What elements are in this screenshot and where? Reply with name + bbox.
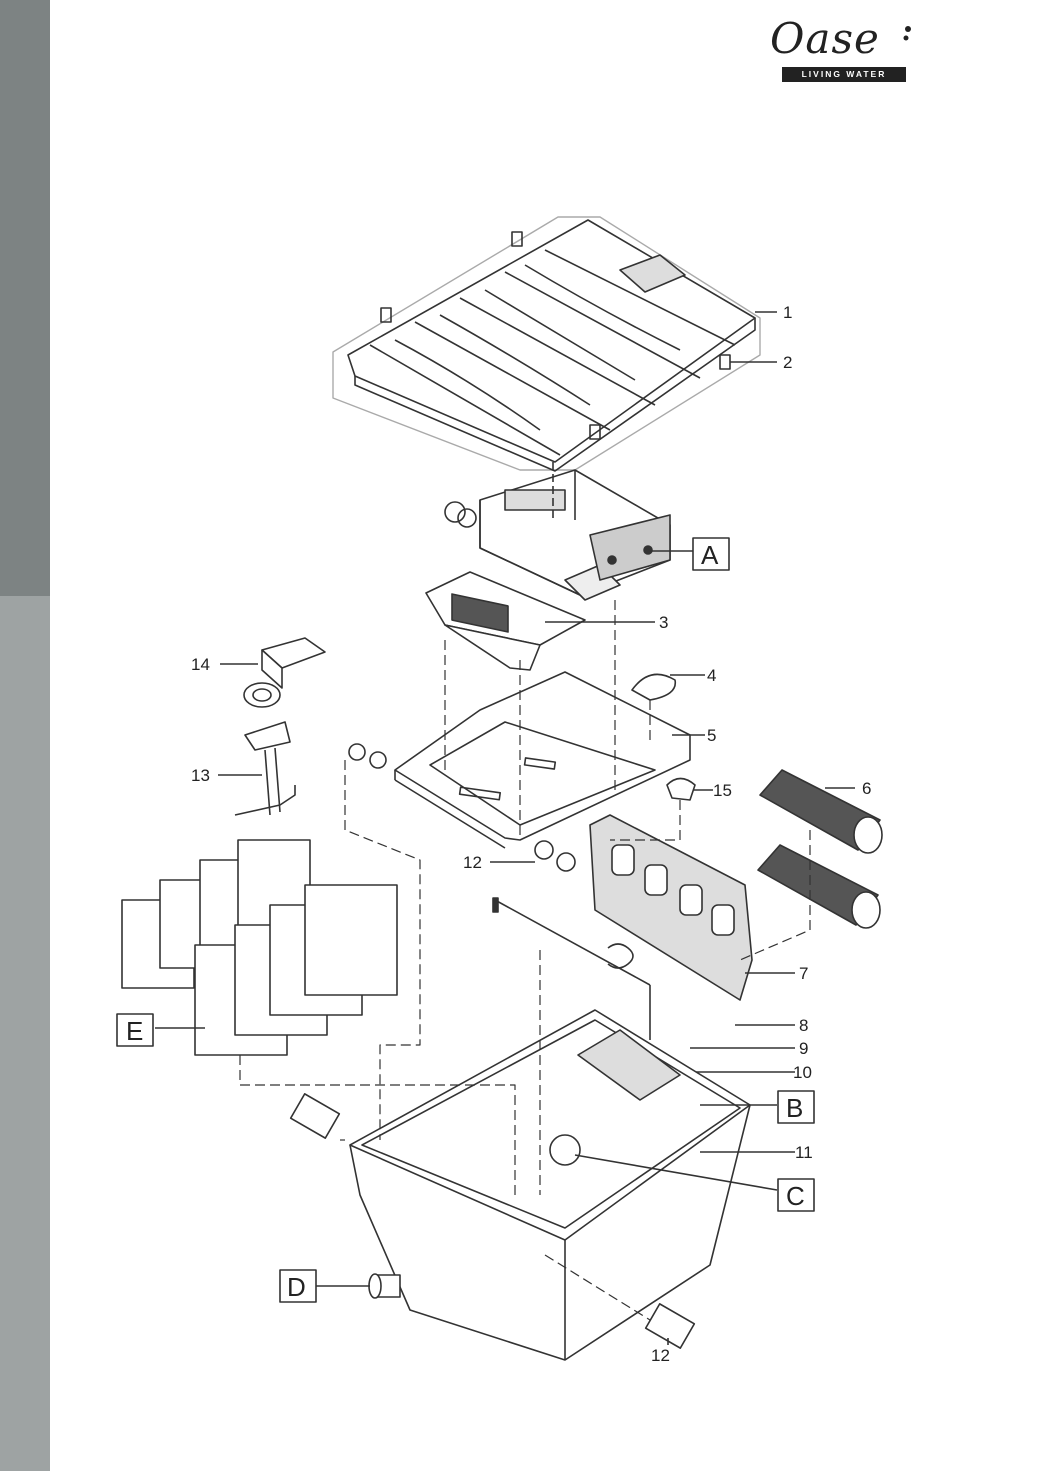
callout-11: 11 (795, 1143, 813, 1162)
callout-12-upper: 12 (463, 853, 482, 872)
plate-part-7 (589, 814, 753, 1001)
pump-chamber-B (577, 1029, 681, 1101)
callout-14: 14 (191, 655, 210, 674)
part-13-bracket (234, 721, 296, 816)
part-15 (666, 777, 696, 801)
filter-basket-part (425, 571, 586, 671)
callout-2: 2 (783, 353, 792, 372)
callout-7: 7 (799, 964, 808, 983)
box-C (777, 1178, 815, 1212)
sidebar-light-band (0, 596, 50, 1471)
rod-part-9 (494, 899, 651, 986)
callout-9: 9 (799, 1039, 808, 1058)
box-A (692, 537, 730, 571)
part-14-uvc (243, 637, 326, 708)
outlet-D (368, 1273, 401, 1299)
callout-1: 1 (783, 303, 792, 322)
brand-name: Oase (770, 14, 880, 63)
pump-unit-A (444, 469, 671, 601)
box-E-label: E (126, 1016, 143, 1046)
box-A-label: A (701, 540, 719, 570)
callout-6: 6 (862, 779, 871, 798)
brand-tagline: LIVING WATER (782, 67, 906, 82)
filter-blocks-E (121, 839, 398, 1056)
box-D (279, 1269, 317, 1303)
container-part-11 (349, 1009, 751, 1361)
brand-logo: Oase LIVING WATER (768, 14, 911, 84)
lid-part (332, 216, 761, 472)
callout-4: 4 (707, 666, 716, 685)
callout-5: 5 (707, 726, 716, 745)
sponge-rolls-part-6 (757, 769, 883, 929)
callout-10: 10 (793, 1063, 812, 1082)
box-D-label: D (287, 1272, 306, 1302)
callout-13: 13 (191, 766, 210, 785)
callout-15: 15 (713, 781, 732, 800)
knob-part (631, 673, 677, 701)
callout-12-lower: 12 (651, 1346, 670, 1365)
fittings-part-12 (289, 1093, 696, 1349)
box-B (777, 1090, 815, 1124)
logo-dots-icon (903, 26, 911, 41)
callout-3: 3 (659, 613, 668, 632)
box-C-label: C (786, 1181, 805, 1211)
rings-part-12 (348, 743, 576, 872)
sidebar-dark-band (0, 0, 50, 596)
callout-8: 8 (799, 1016, 808, 1035)
frame-part (394, 671, 691, 849)
box-E (116, 1013, 154, 1047)
box-B-label: B (786, 1093, 803, 1123)
